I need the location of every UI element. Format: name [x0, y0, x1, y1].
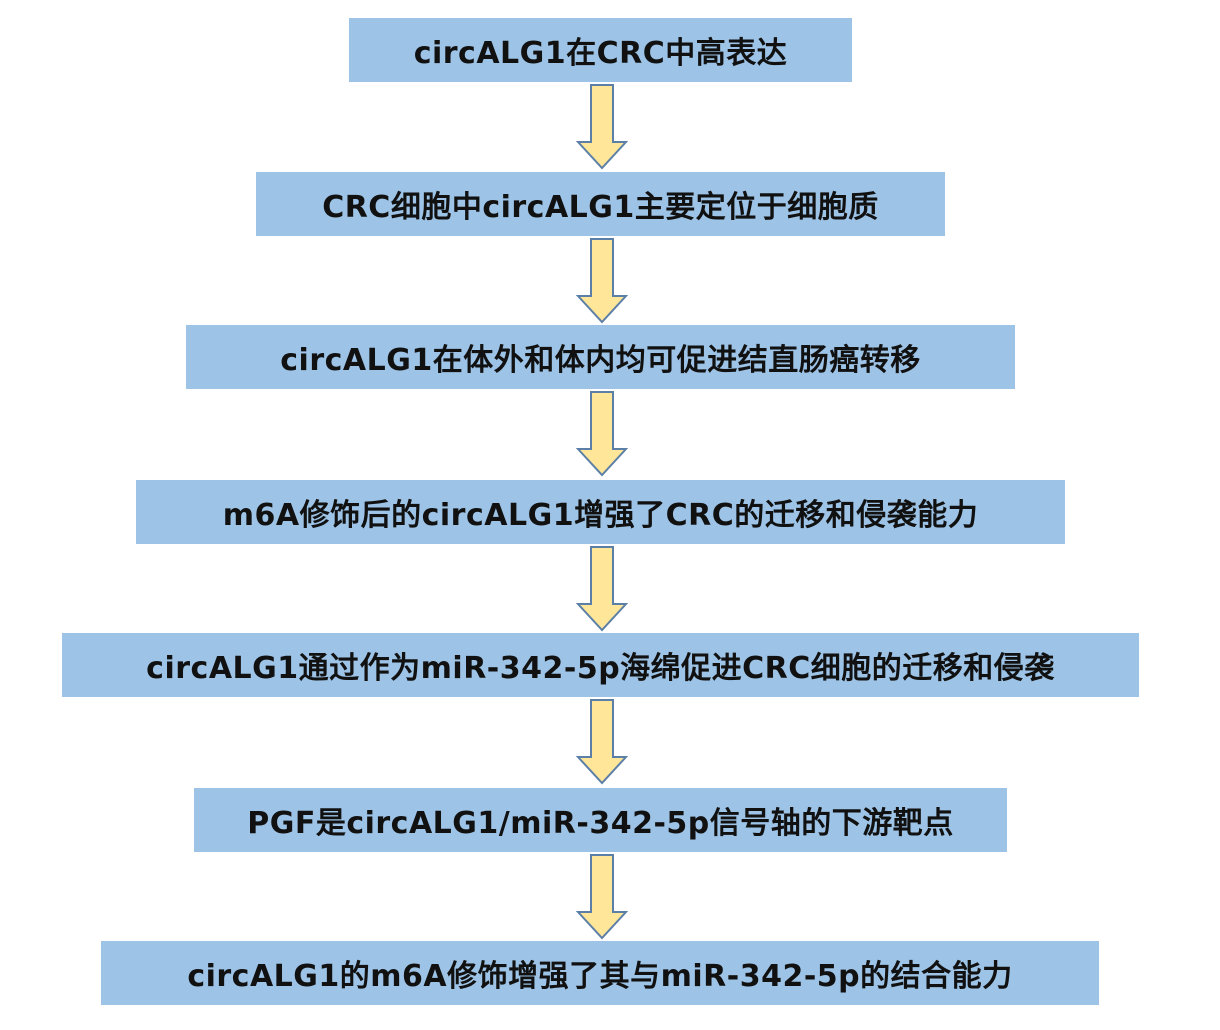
step-2-box: CRC细胞中circALG1主要定位于细胞质 [256, 172, 945, 236]
down-arrow-icon [576, 84, 628, 170]
step-1-box: circALG1在CRC中高表达 [349, 18, 852, 82]
step-5-box: circALG1通过作为miR-342-5p海绵促进CRC细胞的迁移和侵袭 [62, 633, 1139, 697]
step-5-label: circALG1通过作为miR-342-5p海绵促进CRC细胞的迁移和侵袭 [146, 651, 1055, 686]
down-arrow-icon [576, 854, 628, 940]
step-4-box: m6A修饰后的circALG1增强了CRC的迁移和侵袭能力 [136, 480, 1065, 544]
step-4-label: m6A修饰后的circALG1增强了CRC的迁移和侵袭能力 [222, 498, 979, 533]
down-arrow-icon [576, 238, 628, 324]
step-7-box: circALG1的m6A修饰增强了其与miR-342-5p的结合能力 [101, 941, 1099, 1005]
step-6-box: PGF是circALG1/miR-342-5p信号轴的下游靶点 [194, 788, 1007, 852]
step-3-box: circALG1在体外和体内均可促进结直肠癌转移 [186, 325, 1015, 389]
down-arrow-icon [576, 546, 628, 632]
step-2-label: CRC细胞中circALG1主要定位于细胞质 [322, 190, 879, 225]
step-6-label: PGF是circALG1/miR-342-5p信号轴的下游靶点 [247, 806, 954, 841]
down-arrow-icon [576, 391, 628, 477]
step-7-label: circALG1的m6A修饰增强了其与miR-342-5p的结合能力 [187, 959, 1013, 994]
step-3-label: circALG1在体外和体内均可促进结直肠癌转移 [280, 343, 921, 378]
step-1-label: circALG1在CRC中高表达 [413, 36, 788, 71]
down-arrow-icon [576, 699, 628, 785]
